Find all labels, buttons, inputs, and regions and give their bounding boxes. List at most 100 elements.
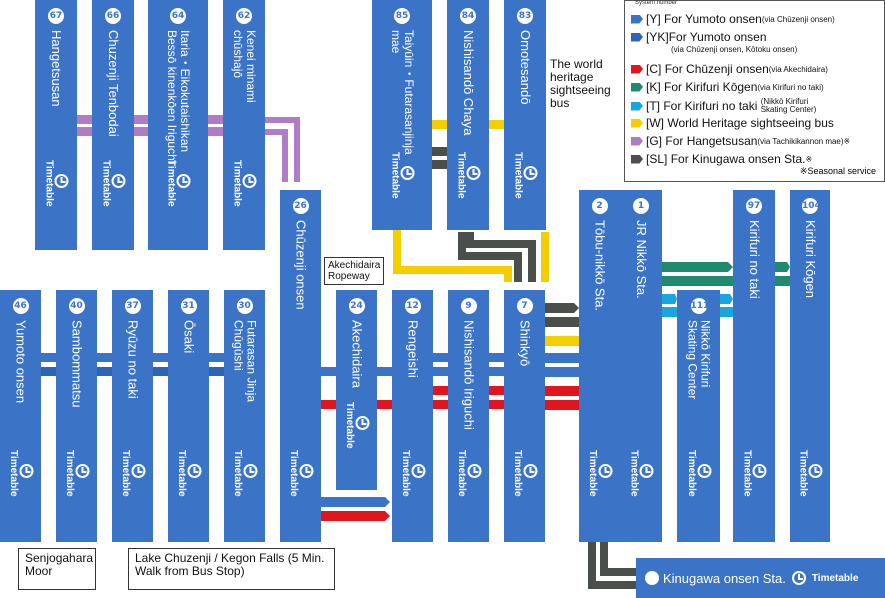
world-heritage-note: The world heritage sightseeing bus: [550, 57, 611, 110]
timetable-link[interactable]: Timetable: [344, 402, 369, 449]
stop-67[interactable]: 67 Hangetsusan Timetable: [35, 0, 77, 250]
stop-97[interactable]: 97 Kirifuri no taki Timetable: [733, 190, 775, 542]
timetable-link[interactable]: Timetable: [232, 160, 257, 207]
stop-name: Taiyūin・Futarasanjinja mae: [389, 30, 416, 155]
clock-icon: [411, 463, 425, 478]
kinugawa-line: [588, 542, 636, 589]
stop-name: Sambommatsu: [69, 320, 85, 408]
legend-item-T: [T] For Kirifuri no taki (Nikkō Kirifuri…: [631, 98, 823, 114]
stop-1[interactable]: 1 JR Nikkō Sta. Timetable: [620, 190, 662, 542]
legend-header: System number: [635, 0, 678, 6]
blue-route-arrow: [321, 497, 390, 507]
stop-name: Hangetsusan: [49, 30, 64, 107]
timetable-link[interactable]: Timetable: [176, 450, 201, 497]
stop-84[interactable]: 84 Nishisandō Chaya Timetable: [447, 0, 489, 230]
stop-37[interactable]: 37 Ryūzu no taki Timetable: [112, 290, 153, 542]
timetable-link[interactable]: Timetable: [166, 160, 191, 207]
timetable-link[interactable]: Timetable: [101, 160, 126, 207]
stop-number: 62: [236, 8, 252, 24]
stop-name: JR Nikkō Sta.: [634, 220, 649, 299]
stop-12[interactable]: 12 Rengeishi Timetable: [392, 290, 433, 542]
clock-icon: [187, 463, 201, 478]
stop-2[interactable]: 2 Tōbu-nikkō Sta. Timetable: [579, 190, 620, 542]
stop-40[interactable]: 40 Sambommatsu Timetable: [56, 290, 97, 542]
clock-icon: [639, 463, 654, 478]
timetable-link[interactable]: Timetable: [120, 450, 145, 497]
yellow-route-line: [393, 230, 512, 282]
timetable-link[interactable]: Timetable: [798, 450, 823, 497]
stop-24[interactable]: 24 Akechidaira Timetable: [336, 290, 377, 490]
stop-85[interactable]: 85 Taiyūin・Futarasanjinja mae Timetable: [372, 0, 432, 230]
purple-route-line: [264, 117, 300, 182]
timetable-link[interactable]: Timetable: [232, 450, 257, 497]
timetable-link[interactable]: Timetable: [742, 450, 767, 497]
clock-icon: [697, 463, 711, 478]
timetable-link[interactable]: Timetable: [44, 160, 69, 207]
timetable-link[interactable]: Timetable: [456, 450, 481, 497]
stop-name: Kirifuri Kōgen: [803, 220, 818, 299]
stop-64[interactable]: 64 Itaria・Eikokutaishikan Bessō kinenkōe…: [148, 0, 208, 250]
timetable-link[interactable]: Timetable: [811, 572, 859, 584]
timetable-link[interactable]: Timetable: [629, 450, 654, 497]
timetable-link[interactable]: Timetable: [400, 450, 425, 497]
stop-46[interactable]: 46 Yumoto onsen Timetable: [0, 290, 41, 542]
stop-number: 111: [690, 298, 709, 314]
stop-30[interactable]: 30 Futarasan Jinja Chūgūshi Timetable: [224, 290, 265, 542]
timetable-link[interactable]: Timetable: [64, 450, 89, 497]
stop-number: 40: [68, 298, 85, 314]
red-route-arrow: [321, 511, 390, 521]
stop-name: Nishisandō Iriguchi: [461, 320, 477, 430]
stop-name: Futarasan Jinja Chūgūshi: [231, 320, 259, 403]
stop-name: Chūzenji onsen: [293, 220, 309, 310]
seasonal-note: ※Seasonal service: [799, 166, 876, 176]
stop-number: 37: [124, 298, 141, 314]
stop-26[interactable]: 26 Chūzenji onsen Timetable: [280, 190, 321, 542]
kinugawa-line-2: [600, 542, 636, 576]
stop-83[interactable]: 83 Omotesandō Timetable: [504, 0, 546, 230]
clock-icon: [523, 463, 537, 478]
stop-name: Nikkō Kirifuri Skating Center: [685, 320, 713, 400]
stop-name: Akechidaira: [349, 320, 365, 388]
stop-name: Omotesandō: [518, 30, 533, 105]
clock-icon: [243, 463, 257, 478]
stop-name: Ryūzu no taki: [125, 320, 141, 399]
legend-item-YK-sub: (via Chūzenji onsen, Kōtoku onsen): [671, 45, 798, 54]
stop-number: 7: [516, 298, 533, 314]
stop-number: 2: [591, 198, 608, 214]
stop-number: 9: [460, 298, 477, 314]
station-dot-icon: [645, 571, 659, 585]
stop-name: Shinkyō: [517, 320, 533, 367]
stop-number: 85: [394, 8, 410, 24]
stop-31[interactable]: 31 Ōsaki Timetable: [168, 290, 209, 542]
stop-9[interactable]: 9 Nishisandō Iriguchi Timetable: [448, 290, 489, 542]
stop-number: 46: [12, 298, 29, 314]
timetable-link[interactable]: Timetable: [8, 450, 33, 497]
station-name: Kinugawa onsen Sta.: [663, 570, 786, 586]
stop-number: 1: [633, 198, 649, 214]
stop-number: 31: [180, 298, 197, 314]
legend-item-K: [K] For Kirifuri Kōgen(via Kirifuri no t…: [631, 80, 824, 94]
timetable-link[interactable]: Timetable: [513, 152, 538, 199]
timetable-link[interactable]: Timetable: [456, 152, 481, 199]
dark-route-line-2: [466, 232, 536, 282]
dark-route-line: [458, 232, 522, 282]
kinugawa-onsen-station[interactable]: Kinugawa onsen Sta. Timetable: [636, 558, 885, 598]
stop-7[interactable]: 7 Shinkyō Timetable: [504, 290, 545, 542]
stop-111[interactable]: 111 Nikkō Kirifuri Skating Center Timeta…: [677, 290, 720, 542]
stop-104[interactable]: 104 Kirifuri Kōgen Timetable: [790, 190, 830, 542]
stop-62[interactable]: 62 Kenei minami chūshajō Timetable: [223, 0, 265, 250]
legend-item-W: [W] World Heritage sightseeing bus: [631, 116, 834, 130]
timetable-link[interactable]: Timetable: [390, 152, 415, 199]
stop-66[interactable]: 66 Chuzenji Tenbodai Timetable: [92, 0, 134, 250]
timetable-link[interactable]: Timetable: [288, 450, 313, 497]
stop-name: Itaria・Eikokutaishikan Bessō kinenkōen I…: [165, 30, 192, 164]
clock-icon: [176, 173, 191, 188]
timetable-link[interactable]: Timetable: [686, 450, 711, 497]
stop-name: Kirifuri no taki: [747, 220, 762, 299]
clock-icon: [299, 463, 313, 478]
timetable-link[interactable]: Timetable: [512, 450, 537, 497]
timetable-link[interactable]: Timetable: [587, 450, 612, 497]
clock-icon: [523, 165, 538, 180]
clock-icon: [467, 463, 481, 478]
stop-number: 84: [460, 8, 476, 24]
